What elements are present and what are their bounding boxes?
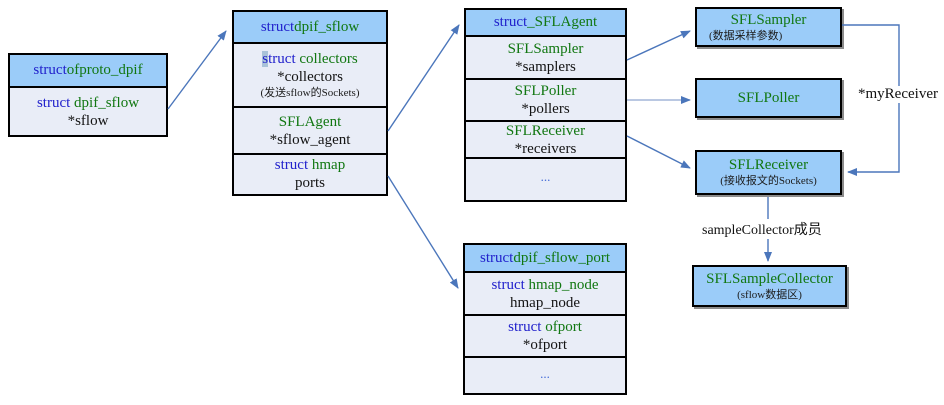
- field-var: ports: [295, 174, 325, 191]
- field-receivers: SFLReceiver *receivers: [466, 120, 625, 157]
- field-ellipsis: ...: [465, 356, 625, 389]
- field-type: ofport: [545, 319, 582, 335]
- field-sflow: struct dpif_sflow *sflow: [10, 88, 166, 135]
- struct-name: _SFLAgent: [527, 14, 598, 30]
- field-type: SFLPoller: [514, 83, 577, 99]
- arrow-receivers-to-sflreceiver: [626, 135, 691, 169]
- arrow-ports-to-dpif-sflow-port: [387, 175, 459, 289]
- field-type: dpif_sflow: [74, 94, 140, 111]
- field-var: *pollers: [521, 101, 570, 117]
- field-var: hmap_node: [510, 294, 580, 311]
- field-var: *samplers: [515, 58, 576, 75]
- field-type: SFLReceiver: [505, 122, 586, 139]
- field-type: SFLSampler: [507, 40, 584, 57]
- ellipsis-text: ...: [540, 365, 550, 381]
- struct-name: dpif_sflow_port: [513, 249, 610, 266]
- field-type: hmap: [311, 156, 346, 173]
- box-title: SFLReceiver: [728, 157, 809, 173]
- keyword-struct: struct: [36, 94, 71, 111]
- box-note: (sflow数据区): [737, 288, 802, 301]
- box-dpif-sflow-header: struct dpif_sflow: [234, 12, 386, 44]
- arrow-samplers-to-sflsampler: [626, 30, 691, 61]
- box-sflreceiver: SFLReceiver (接收报文的Sockets): [695, 150, 842, 195]
- label-my-receiver: *myReceiver: [856, 86, 940, 103]
- box-title: SFLSampleCollector: [706, 270, 833, 287]
- field-sflow-agent: SFLAgent *sflow_agent: [234, 106, 386, 153]
- box-title: SFLPoller: [737, 89, 800, 106]
- field-type: hmap_node: [528, 276, 599, 293]
- ellipsis-text: ...: [540, 168, 551, 184]
- field-var: *ofport: [522, 337, 568, 353]
- box-dpif-sflow: struct dpif_sflow struct collectors *col…: [232, 10, 388, 196]
- box-sflsamplecollector: SFLSampleCollector (sflow数据区): [692, 265, 847, 307]
- field-var: *receivers: [514, 140, 577, 157]
- field-collectors: struct collectors *collectors (发送sflow的S…: [234, 44, 386, 106]
- box-sflpoller: SFLPoller: [695, 78, 842, 118]
- box-ofproto-dpif-header: struct ofproto_dpif: [10, 55, 166, 88]
- field-ofport: struct ofport *ofport: [465, 314, 625, 356]
- field-var: *sflow: [67, 112, 109, 129]
- keyword-struct: truct: [268, 51, 296, 67]
- arrow-sflow-to-dpif-sflow: [167, 30, 227, 110]
- keyword-struct: struct: [260, 18, 295, 35]
- field-var: *sflow_agent: [269, 131, 351, 148]
- field-hmap-node: struct hmap_node hmap_node: [465, 273, 625, 314]
- box-note: (数据采样参数): [709, 29, 783, 42]
- label-sample-collector-member: sampleCollector成员: [700, 219, 824, 239]
- arrow-sflow-agent-to-sflagent: [387, 24, 460, 132]
- field-type: collectors: [299, 51, 358, 67]
- box-title: SFLSampler: [730, 11, 807, 28]
- box-sflagent-header: struct _SFLAgent: [466, 10, 625, 37]
- keyword-struct: struct: [274, 156, 309, 173]
- box-note: (接收报文的Sockets): [720, 175, 817, 187]
- box-dpif-sflow-port-header: struct dpif_sflow_port: [465, 245, 625, 273]
- keyword-struct: struct: [480, 249, 514, 266]
- box-sflagent: struct _SFLAgent SFLSampler *samplers SF…: [464, 8, 627, 202]
- field-ports: struct hmap ports: [234, 153, 386, 192]
- highlighted-letter: s: [262, 51, 269, 67]
- struct-name: dpif_sflow: [294, 18, 360, 35]
- field-type: SFLAgent: [278, 113, 342, 130]
- box-dpif-sflow-port: struct dpif_sflow_port struct hmap_node …: [463, 243, 627, 395]
- field-note: (发送sflow的Sockets): [260, 87, 360, 99]
- field-pollers: SFLPoller *pollers: [466, 78, 625, 120]
- box-sflsampler: SFLSampler (数据采样参数): [695, 7, 842, 47]
- box-ofproto-dpif: struct ofproto_dpif struct dpif_sflow *s…: [8, 53, 168, 137]
- field-var: *collectors: [277, 69, 343, 85]
- field-ellipsis: ...: [466, 157, 625, 194]
- field-samplers: SFLSampler *samplers: [466, 37, 625, 78]
- keyword-struct: struct: [508, 319, 542, 335]
- keyword-struct: struct: [491, 276, 525, 293]
- keyword-struct: struct: [33, 62, 67, 78]
- struct-name: ofproto_dpif: [66, 62, 143, 78]
- keyword-struct: struct: [493, 14, 528, 30]
